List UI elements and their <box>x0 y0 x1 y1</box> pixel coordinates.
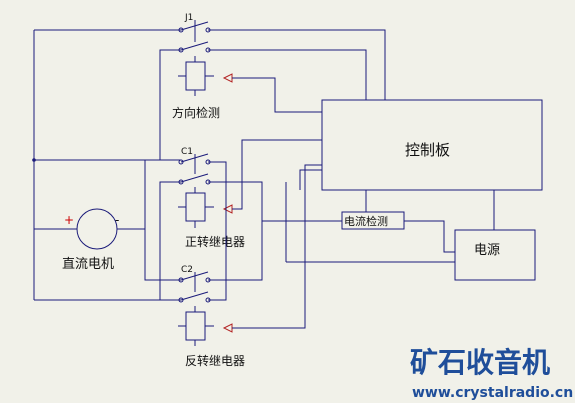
dc-motor: + - <box>60 208 145 250</box>
direction-detect-label: 方向检测 <box>172 105 220 120</box>
arrow-reverse <box>222 164 322 333</box>
dc-motor-label: 直流电机 <box>62 257 114 272</box>
control-board-label: 控制板 <box>405 141 450 159</box>
arrow-forward <box>222 139 322 214</box>
switch-c2: C2 <box>178 265 211 303</box>
reverse-relay-label: 反转继电器 <box>185 353 245 368</box>
switch-c2-label: C2 <box>181 265 193 275</box>
forward-relay-label: 正转继电器 <box>185 234 245 249</box>
motor-minus-sign: - <box>115 213 119 227</box>
arrow-direction <box>222 73 322 113</box>
switch-j1-label: J1 <box>184 13 193 23</box>
power-label: 电源 <box>474 243 500 258</box>
switch-c1-label: C1 <box>181 147 193 157</box>
switch-j1: J1 <box>178 13 211 53</box>
power-box <box>454 229 536 281</box>
coil-direction-detect <box>178 56 214 96</box>
motor-plus-sign: + <box>64 213 74 227</box>
switch-c1: C1 <box>178 147 211 185</box>
coil-forward-relay <box>178 187 214 228</box>
watermark-title: 矿石收音机 <box>410 346 550 379</box>
coil-reverse-relay <box>178 306 214 346</box>
watermark-url: www.crystalradio.cn <box>412 385 573 401</box>
current-detect-label: 电流检测 <box>344 214 388 228</box>
control-board-box <box>321 99 543 191</box>
wiring <box>32 29 495 301</box>
